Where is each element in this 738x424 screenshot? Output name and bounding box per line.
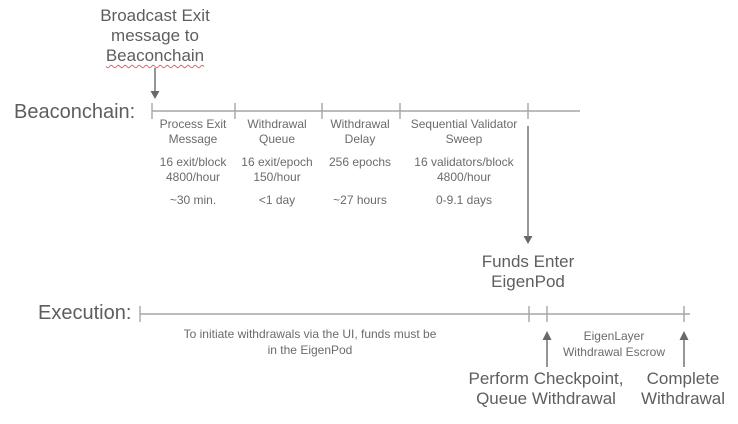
checkpoint-line1: Perform Checkpoint, <box>468 369 624 388</box>
stage-rate-line2: 150/hour <box>253 170 301 184</box>
execution-note-line2: in the EigenPod <box>267 343 353 357</box>
checkpoint-annotation: Perform Checkpoint, Queue Withdrawal <box>446 369 646 409</box>
stage-name-line2: Queue <box>258 132 296 146</box>
stage-rate-line1: 16 validators/block <box>414 155 514 169</box>
stage-duration: ~30 min. <box>169 193 217 207</box>
stage-process-exit-message: Process Exit Message 16 exit/block 4800/… <box>133 117 253 208</box>
stage-rate: 16 exit/epoch 150/hour <box>217 155 337 193</box>
funds-enter-arrow-head-icon <box>523 236 533 244</box>
checkpoint-line2: Queue Withdrawal <box>476 389 616 408</box>
stage-rate: 16 exit/block 4800/hour <box>133 155 253 193</box>
stage-withdrawal-queue: Withdrawal Queue 16 exit/epoch 150/hour … <box>217 117 337 208</box>
stage-rate-line1: 16 exit/epoch <box>241 155 313 169</box>
funds-enter-line2: EigenPod <box>491 272 565 291</box>
broadcast-arrow-head-icon <box>150 91 160 99</box>
funds-enter-annotation: Funds Enter EigenPod <box>458 252 598 292</box>
stage-name: Withdrawal Queue <box>217 117 337 155</box>
complete-withdrawal-annotation: Complete Withdrawal <box>627 369 738 409</box>
execution-note: To initiate withdrawals via the UI, fund… <box>170 326 450 358</box>
funds-enter-line1: Funds Enter <box>481 252 575 271</box>
stage-rate: 16 validators/block 4800/hour <box>384 155 544 193</box>
broadcast-exit-annotation: Broadcast Exit message to Beaconchain <box>75 6 235 66</box>
beaconchain-label: Beaconchain: <box>14 101 136 123</box>
stage-name-line1: Withdrawal <box>330 117 390 131</box>
broadcast-exit-line1: Broadcast Exit <box>100 6 210 25</box>
stage-duration: <1 day <box>258 193 296 207</box>
broadcast-exit-line2: message to <box>111 26 199 45</box>
stage-name-line2: Delay <box>344 132 376 146</box>
stage-name: Withdrawal Delay <box>300 117 420 155</box>
stage-rate: 256 epochs <box>300 155 420 193</box>
stage-rate-line2: 4800/hour <box>436 170 492 184</box>
stage-rate-line2: 4800/hour <box>165 170 221 184</box>
escrow-line2: Withdrawal Escrow <box>562 345 666 359</box>
stage-name-line1: Withdrawal <box>247 117 307 131</box>
broadcast-exit-line3: Beaconchain <box>105 46 205 65</box>
stage-name-line2: Sweep <box>445 132 483 146</box>
stage-rate-line1: 16 exit/block <box>159 155 227 169</box>
stage-duration: ~27 hours <box>333 193 387 207</box>
stage-name: Sequential Validator Sweep <box>384 117 544 155</box>
stage-sequential-validator-sweep: Sequential Validator Sweep 16 validators… <box>384 117 544 208</box>
complete-line1: Complete <box>646 369 720 388</box>
execution-note-line1: To initiate withdrawals via the UI, fund… <box>183 327 437 341</box>
stage-name: Process Exit Message <box>133 117 253 155</box>
stage-name-line1: Sequential Validator <box>410 117 518 131</box>
checkpoint-arrow-head-icon <box>542 331 552 340</box>
stage-rate-line1: 256 epochs <box>328 155 392 169</box>
stage-name-line1: Process Exit <box>159 117 227 131</box>
stage-withdrawal-delay: Withdrawal Delay 256 epochs ~27 hours <box>300 117 420 208</box>
complete-arrow-head-icon <box>679 331 689 340</box>
escrow-line1: EigenLayer <box>583 329 645 343</box>
escrow-label: EigenLayer Withdrawal Escrow <box>549 328 679 360</box>
execution-label: Execution: <box>38 302 132 324</box>
complete-line2: Withdrawal <box>640 389 726 408</box>
stage-duration: 0-9.1 days <box>435 193 493 207</box>
stage-name-line2: Message <box>168 132 218 146</box>
